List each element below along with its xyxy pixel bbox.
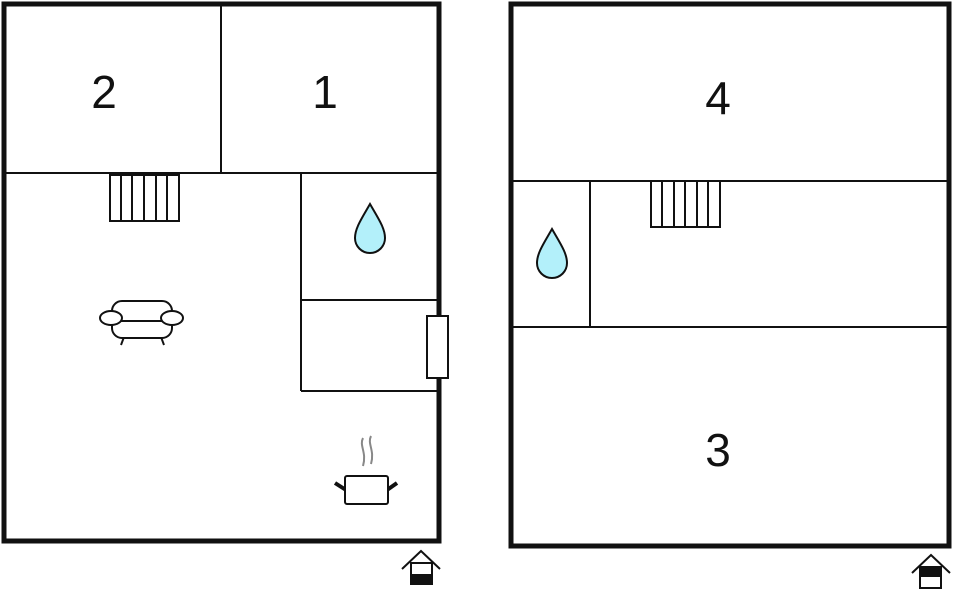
entrance-icon <box>911 553 951 589</box>
room-label-1: 1 <box>312 66 338 118</box>
ground-floor: 2 1 <box>1 1 449 585</box>
upper-floor: 4 3 <box>508 1 952 589</box>
water-drop-icon <box>535 226 569 279</box>
stairs-icon <box>650 180 721 228</box>
door-icon <box>426 315 449 379</box>
room-label-4: 4 <box>705 72 731 124</box>
room-label-2: 2 <box>91 66 117 118</box>
water-drop-icon <box>353 201 387 254</box>
room-label-3: 3 <box>705 424 731 476</box>
sofa-icon <box>99 300 184 346</box>
outer-wall <box>508 1 952 549</box>
cooking-pot-icon <box>333 435 399 505</box>
stairs-icon <box>109 174 180 222</box>
entrance-icon <box>401 549 441 585</box>
